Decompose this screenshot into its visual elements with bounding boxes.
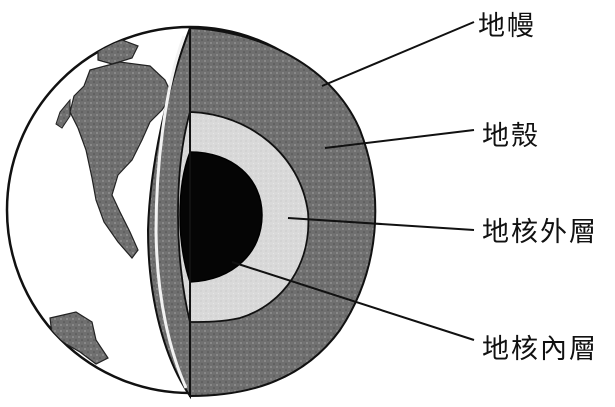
inner-core-label: 地核內層: [482, 327, 598, 366]
outer-core-label: 地核外層: [482, 210, 598, 249]
mantle-leader-line: [322, 22, 474, 86]
crust-label: 地殼: [482, 114, 540, 153]
mantle-label: 地幔: [478, 4, 536, 43]
